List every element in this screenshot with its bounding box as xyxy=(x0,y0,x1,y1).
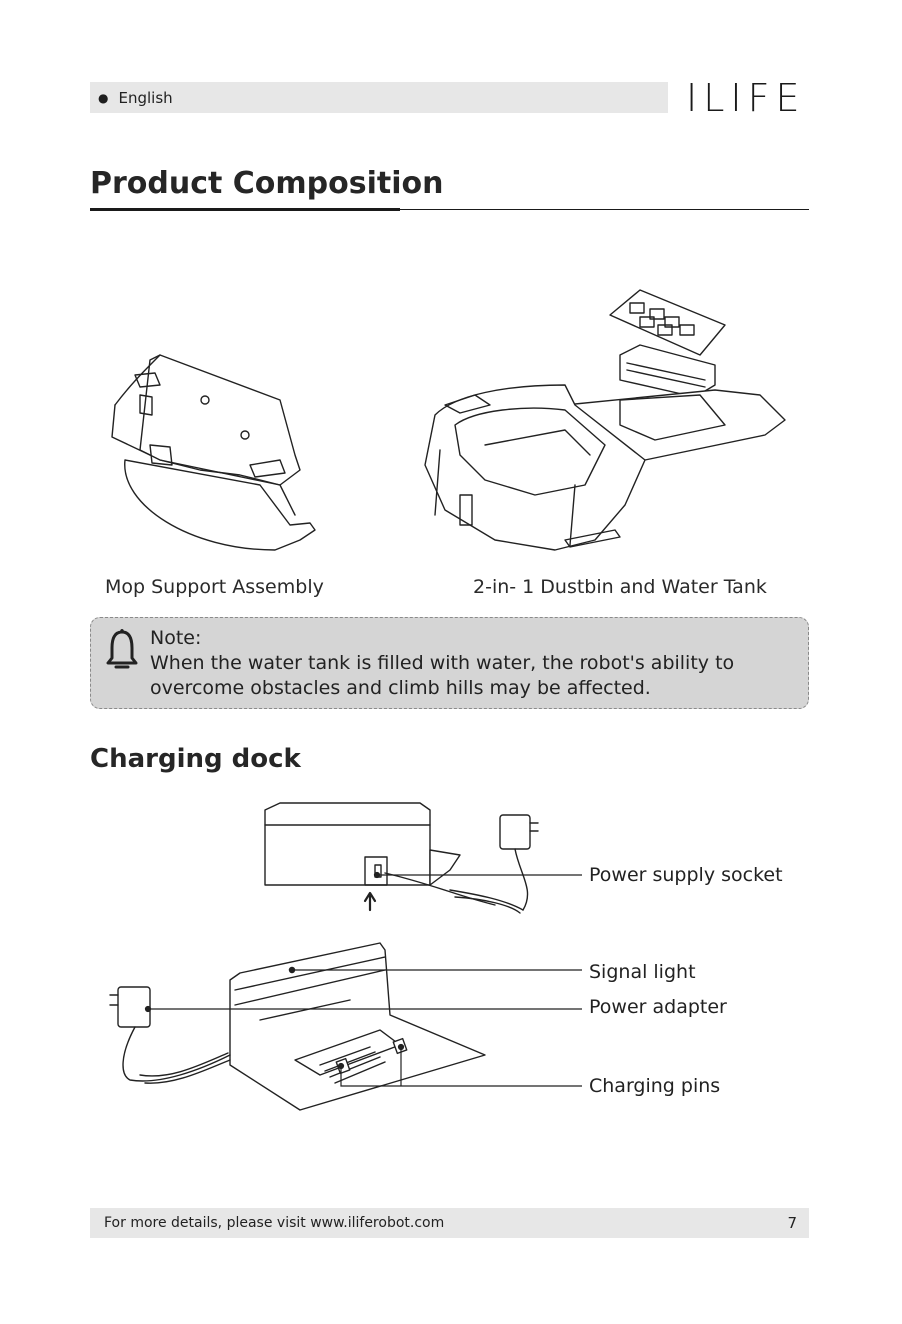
footer-text: For more details, please visit www.ilife… xyxy=(104,1215,445,1231)
page-number: 7 xyxy=(787,1214,797,1232)
bell-icon xyxy=(106,629,138,669)
page-footer: For more details, please visit www.ilife… xyxy=(90,1208,809,1238)
title-underline xyxy=(90,208,400,211)
callout-power-supply-socket: Power supply socket xyxy=(589,864,783,886)
note-title: Note: xyxy=(150,627,202,649)
callout-signal-light: Signal light xyxy=(589,961,696,983)
charging-dock-back-illustration xyxy=(264,802,539,914)
bullet: ● xyxy=(98,90,109,105)
note-text-line-2: overcome obstacles and climb hills may b… xyxy=(150,677,651,699)
note-box xyxy=(90,617,809,709)
language-bar: ● English xyxy=(90,82,668,113)
caption-dustbin-water-tank: 2-in- 1 Dustbin and Water Tank xyxy=(473,576,767,598)
callout-power-adapter: Power adapter xyxy=(589,996,727,1018)
language-label: English xyxy=(118,88,173,107)
mop-support-illustration xyxy=(111,354,316,551)
section-title-product-composition: Product Composition xyxy=(90,166,444,201)
title-rule xyxy=(400,209,809,210)
section-title-charging-dock: Charging dock xyxy=(90,744,301,774)
callout-charging-pins: Charging pins xyxy=(589,1075,721,1097)
note-text-line-1: When the water tank is filled with water… xyxy=(150,652,735,674)
caption-mop-support: Mop Support Assembly xyxy=(105,576,324,598)
dustbin-water-tank-illustration xyxy=(424,289,786,551)
charging-dock-front-illustration xyxy=(109,942,486,1111)
brand-logo: ILIFE xyxy=(686,76,806,120)
